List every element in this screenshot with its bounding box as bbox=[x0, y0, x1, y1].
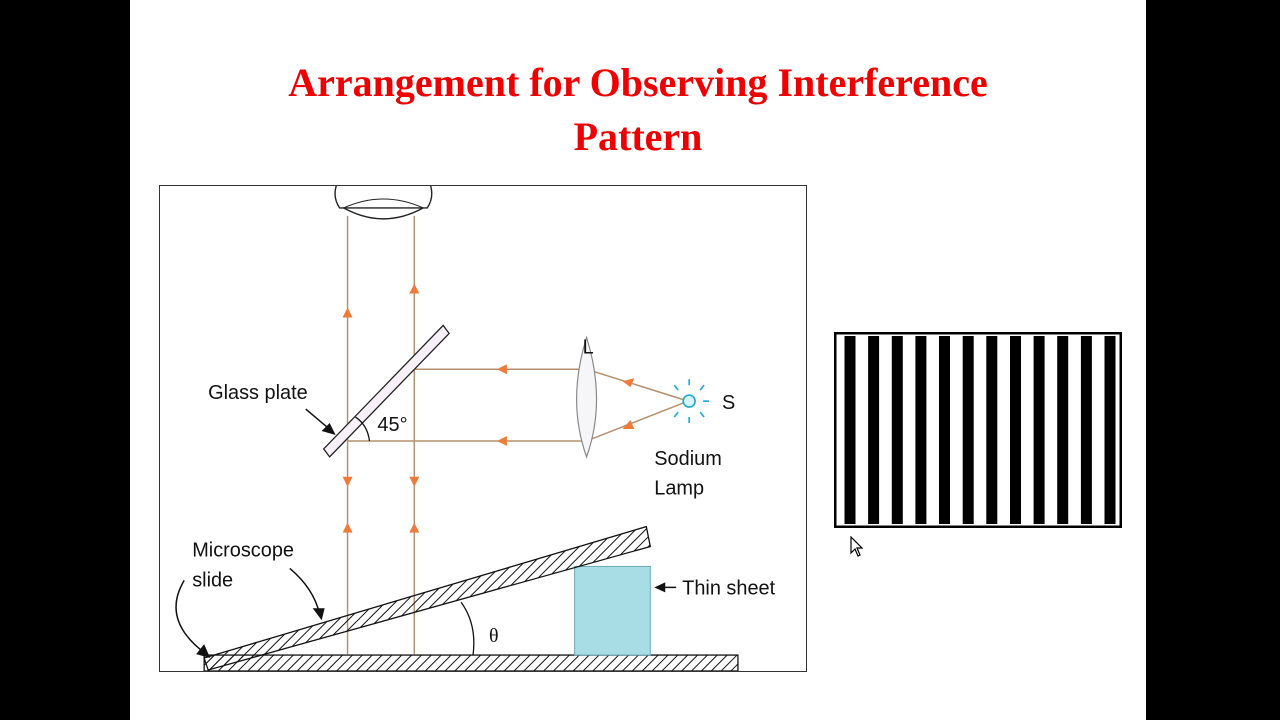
theta-arc bbox=[460, 601, 475, 656]
dark-fringe bbox=[986, 336, 998, 524]
convex-lens bbox=[576, 335, 598, 459]
dark-fringe bbox=[891, 336, 903, 524]
mouse-cursor-icon bbox=[850, 536, 864, 557]
thin-sheet-pointer-arrow bbox=[654, 582, 677, 593]
lens-label: L bbox=[583, 336, 594, 358]
glass-plate-label: Glass plate bbox=[208, 382, 308, 404]
slide-title-line-2: Pattern bbox=[573, 114, 703, 159]
slide-label-line-2: slide bbox=[192, 569, 233, 591]
slide-title-line-1: Arrangement for Observing Interference bbox=[288, 60, 988, 105]
thin-sheet-label: Thin sheet bbox=[682, 577, 775, 599]
angle-45-label: 45° bbox=[377, 414, 407, 436]
microscope-slide bbox=[203, 525, 652, 671]
glass-plate-pointer-arrow bbox=[305, 408, 336, 435]
slide-title: Arrangement for Observing Interference P… bbox=[130, 56, 1146, 164]
dark-fringe bbox=[1010, 336, 1021, 524]
dark-fringe bbox=[962, 336, 974, 524]
ray-direction-arrows bbox=[342, 283, 635, 533]
interference-setup-diagram: L S Sodium Lamp Glass plate 45° bbox=[159, 185, 807, 672]
angle-45-arc bbox=[355, 416, 371, 442]
glass-plate bbox=[322, 324, 450, 458]
lamp-label-line-1: Sodium bbox=[654, 448, 721, 470]
slide-label-line-1: Microscope bbox=[192, 539, 294, 561]
dark-fringe bbox=[915, 336, 927, 524]
fringe-bands bbox=[844, 336, 1116, 524]
dark-fringe bbox=[1080, 336, 1092, 524]
thin-sheet bbox=[574, 565, 651, 656]
dark-fringe bbox=[1057, 336, 1069, 524]
source-label: S bbox=[722, 392, 735, 414]
dark-fringe bbox=[1104, 336, 1116, 524]
microscope-objective bbox=[334, 186, 433, 220]
theta-label: θ bbox=[489, 625, 499, 647]
slide: Arrangement for Observing Interference P… bbox=[130, 0, 1146, 720]
lamp-label-line-2: Lamp bbox=[654, 478, 704, 500]
dark-fringe bbox=[939, 336, 950, 524]
base-plate bbox=[203, 654, 739, 671]
dark-fringe bbox=[868, 336, 880, 524]
dark-fringe bbox=[844, 336, 856, 524]
sodium-lamp-icon bbox=[673, 379, 710, 424]
dark-fringe bbox=[1033, 336, 1045, 524]
interference-fringe-pattern bbox=[834, 332, 1122, 528]
